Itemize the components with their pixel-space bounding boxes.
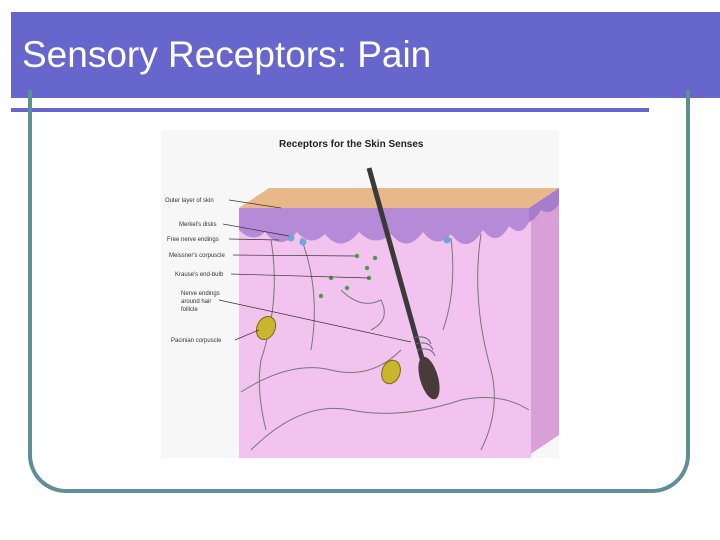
dermis-layer: [239, 218, 531, 458]
nerve-fiber: [258, 239, 275, 431]
leader-line: [228, 238, 280, 241]
label-free-nerve-endings: Free nerve endings: [167, 237, 219, 243]
slide-title: Sensory Receptors: Pain: [22, 34, 432, 75]
label-nerve-endings: Nerve endings: [181, 291, 220, 297]
krause-end-bulb: [328, 275, 334, 281]
epidermis-side: [529, 188, 559, 222]
hair-follicle-nerve-wrap: [412, 336, 436, 357]
nerve-fiber: [240, 349, 402, 393]
label-krause: Krause's end-bulb: [175, 272, 224, 278]
pacinian-corpuscle: [381, 359, 401, 385]
hair-bulb: [418, 356, 440, 400]
label-outer-layer: Outer layer of skin: [165, 198, 214, 204]
leader-line: [234, 329, 260, 341]
skin-surface-top: [239, 188, 559, 208]
label-follicle: follicle: [181, 307, 198, 313]
merkel-disk: [299, 238, 307, 246]
figure-title: Receptors for the Skin Senses: [279, 139, 424, 150]
label-meissner: Meissner's corpuscle: [169, 253, 225, 259]
label-merkel-disks: Merkel's disks: [179, 222, 217, 228]
title-underline: [11, 103, 649, 112]
nerve-fiber: [300, 237, 315, 351]
label-pacinian: Pacinian corpuscle: [171, 338, 222, 344]
skin-side-face: [529, 192, 559, 455]
hair-shaft: [366, 167, 426, 363]
title-bar: [11, 12, 720, 112]
nerve-fiber: [442, 237, 454, 331]
krause-end-bulb: [344, 285, 350, 291]
leader-line: [218, 299, 412, 343]
pacinian-corpuscle: [255, 315, 277, 341]
nerve-fiber: [340, 289, 385, 331]
meissner-corpuscle: [354, 253, 360, 259]
label-around-hair: around hair: [181, 299, 211, 305]
leader-line: [232, 254, 356, 257]
leader-line: [230, 273, 370, 279]
meissner-corpuscle: [364, 265, 370, 271]
leader-line: [228, 199, 282, 209]
title-underline-shadow: [11, 108, 649, 112]
merkel-disk: [443, 236, 451, 244]
meissner-corpuscle: [372, 255, 378, 261]
merkel-disk: [287, 234, 295, 242]
nerve-fiber: [250, 397, 530, 451]
nerve-fiber: [477, 233, 495, 451]
leader-line: [222, 223, 290, 237]
krause-end-bulb: [318, 293, 324, 299]
skin-diagram: Receptors for the Skin Senses: [161, 130, 559, 458]
content-frame: [28, 90, 690, 493]
skin-receptors-figure: Receptors for the Skin Senses: [161, 130, 559, 458]
